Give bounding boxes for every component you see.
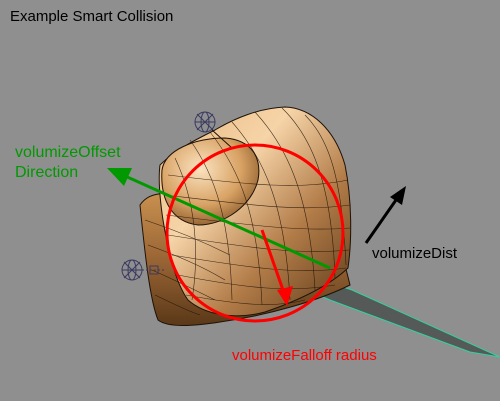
- volumize-offset-label-line2: Direction: [15, 164, 79, 181]
- volumize-dist-label: volumizeDist: [372, 245, 458, 262]
- manipulator-sphere-icon[interactable]: [194, 111, 233, 149]
- manipulator-sphere-icon[interactable]: [121, 259, 165, 281]
- volumize-dist-arrow: [364, 186, 406, 244]
- viewport-title: Example Smart Collision: [10, 8, 174, 25]
- volumize-offset-label-line1: volumizeOffset: [15, 144, 121, 161]
- volumize-offset-direction-arrow: [107, 168, 331, 270]
- volumize-offset-direction-label: volumizeOffset Direction: [15, 143, 121, 183]
- volumize-falloff-radius-arrow: [260, 229, 293, 306]
- volumize-falloff-circle: [165, 143, 345, 323]
- volumize-falloff-radius-label: volumizeFalloff radius: [232, 347, 377, 364]
